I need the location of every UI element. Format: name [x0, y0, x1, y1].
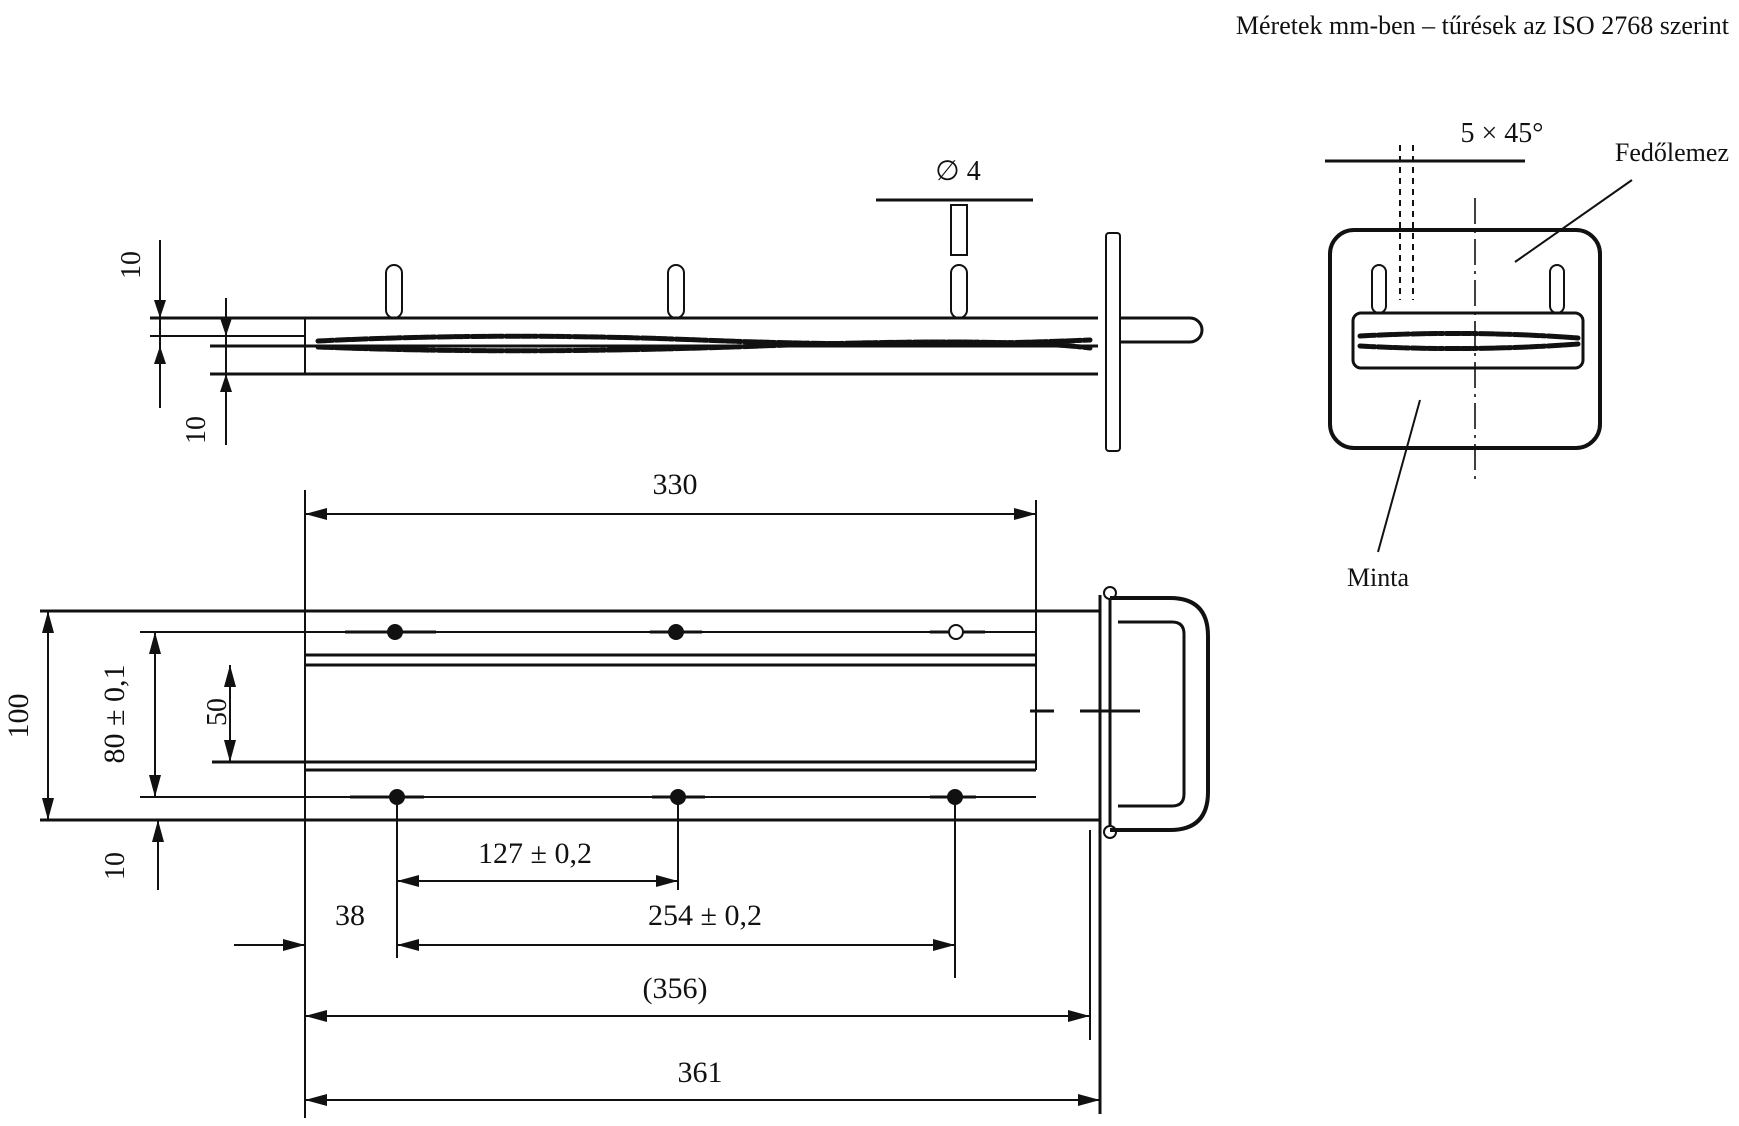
dim-356: (356) — [643, 972, 708, 1005]
pin-hole — [345, 624, 436, 640]
pin — [385, 264, 403, 319]
cover-plate-label: Fedőlemez — [1615, 138, 1729, 167]
dim-side-10-top: 10 — [116, 251, 147, 279]
dim-127: 127 ± 0,2 — [478, 837, 592, 870]
pin — [950, 204, 968, 319]
dim-80: 80 ± 0,1 — [98, 665, 131, 764]
plan-view: 330 100 80 ± 0,1 50 10 127 ± 0,2 — [2, 468, 1210, 1118]
dim-50: 50 — [202, 698, 233, 726]
units-note: Méretek mm-ben – tűrések az ISO 2768 sze… — [1236, 11, 1730, 40]
dim-38: 38 — [335, 899, 365, 932]
dim-254: 254 ± 0,2 — [648, 899, 762, 932]
sample-label: Minta — [1347, 563, 1410, 592]
chamfer-label: 5 × 45° — [1461, 118, 1544, 149]
pin-hole — [350, 789, 424, 805]
side-view: ∅ 4 10 10 — [116, 156, 1204, 452]
dim-10-plan: 10 — [100, 852, 131, 880]
pin-hole — [930, 789, 976, 805]
pin-hole — [930, 624, 985, 640]
end-view: 5 × 45° Fedőlemez Minta — [1325, 118, 1729, 592]
dim-330: 330 — [653, 468, 698, 501]
dim-side-10-bottom: 10 — [181, 416, 212, 444]
pin — [667, 264, 685, 319]
pin-hole — [650, 624, 702, 640]
dim-361: 361 — [678, 1056, 723, 1089]
dim-100: 100 — [2, 694, 35, 739]
diameter-label: ∅ 4 — [935, 156, 980, 187]
